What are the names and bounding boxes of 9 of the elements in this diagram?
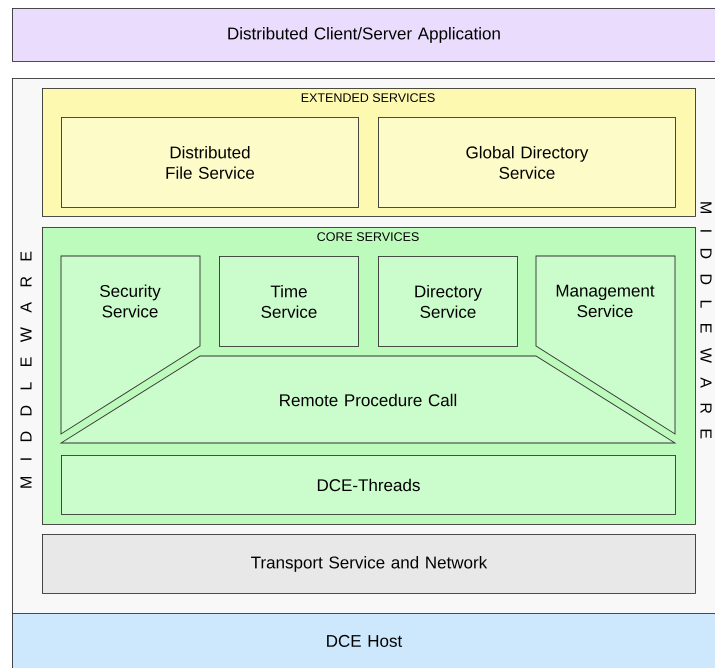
service-box: Directory Service bbox=[378, 256, 518, 347]
host-band: DCE Host bbox=[12, 613, 715, 668]
application-band: Distributed Client/Server Application bbox=[12, 8, 715, 62]
service-box: Management Service bbox=[536, 256, 676, 435]
threads-layer: DCE-Threads bbox=[61, 455, 676, 515]
service-box: Global Directory Service bbox=[378, 117, 676, 208]
transport-layer: Transport Service and Network bbox=[42, 534, 696, 594]
service-box: Distributed File Service bbox=[61, 117, 359, 208]
service-box: Time Service bbox=[219, 256, 359, 347]
